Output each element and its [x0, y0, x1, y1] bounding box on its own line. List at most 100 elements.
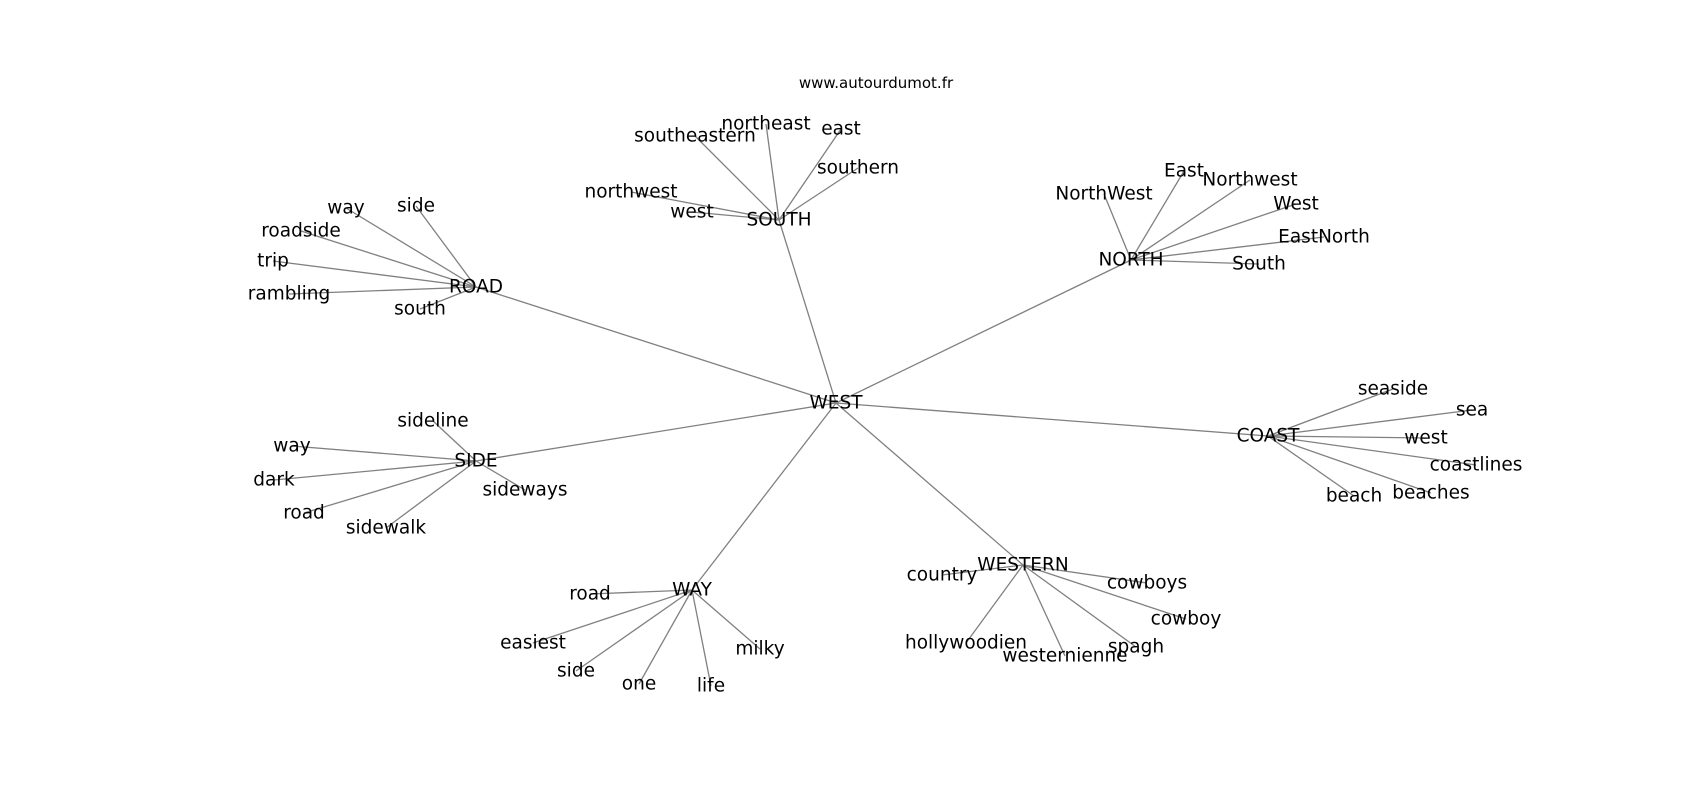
leaf-word-beaches[interactable]: beaches — [1392, 483, 1469, 504]
leaf-word-west[interactable]: west — [1404, 428, 1447, 449]
edge-road-to-rambling — [288, 286, 477, 295]
edge-road-to-roadside — [300, 230, 477, 288]
leaf-word-easiest[interactable]: easiest — [500, 633, 566, 654]
leaf-word-life[interactable]: life — [697, 676, 725, 697]
edge-south-to-northeast — [765, 123, 780, 221]
edge-coast-to-beach — [1267, 435, 1355, 497]
leaf-word-rambling[interactable]: rambling — [248, 284, 330, 305]
leaf-word-westernienne[interactable]: westernienne — [1002, 646, 1127, 667]
edge-road-to-side — [415, 205, 477, 288]
leaf-word-southeastern[interactable]: southeastern — [634, 126, 756, 147]
edge-north-to-east — [1130, 170, 1185, 261]
edge-south-to-east — [778, 128, 842, 221]
hub-word-way[interactable]: WAY — [672, 580, 712, 601]
leaf-word-northwest[interactable]: northwest — [584, 182, 677, 203]
edge-side-to-sideline — [432, 420, 477, 462]
leaf-word-eastnorth[interactable]: EastNorth — [1278, 227, 1370, 248]
leaf-word-trip[interactable]: trip — [257, 251, 289, 272]
edge-western-to-cowboy — [1022, 564, 1187, 620]
leaf-word-roadside[interactable]: roadside — [261, 221, 341, 242]
edge-north-to-west — [1130, 203, 1297, 261]
leaf-word-cowboys[interactable]: cowboys — [1107, 573, 1187, 594]
edge-way-to-road — [589, 589, 693, 595]
hub-word-western[interactable]: WESTERN — [977, 555, 1068, 576]
leaf-word-sea[interactable]: sea — [1456, 400, 1488, 421]
edge-coast-to-beaches — [1267, 435, 1432, 494]
edge-north-to-south — [1130, 259, 1260, 265]
edge-coast-to-sea — [1267, 409, 1473, 437]
leaf-word-side[interactable]: side — [557, 661, 595, 682]
edge-south-to-west — [691, 211, 780, 221]
edge-south-to-southern — [778, 167, 859, 221]
edge-way-to-one — [638, 589, 693, 685]
leaf-word-sideways[interactable]: sideways — [483, 480, 568, 501]
leaf-word-road[interactable]: road — [283, 503, 325, 524]
edge-way-to-milky — [691, 589, 761, 650]
leaf-word-seaside[interactable]: seaside — [1358, 379, 1428, 400]
hub-word-road[interactable]: ROAD — [449, 277, 503, 298]
edge-south-to-northwest — [630, 191, 780, 221]
leaf-word-west[interactable]: West — [1273, 194, 1318, 215]
edge-western-to-cowboys — [1022, 564, 1148, 584]
edge-south-to-southeastern — [694, 135, 780, 221]
leaf-word-way[interactable]: way — [273, 436, 310, 457]
edge-road-to-trip — [272, 260, 477, 288]
edge-western-to-spagh — [1022, 564, 1137, 648]
leaf-word-cowboy[interactable]: cowboy — [1151, 609, 1222, 630]
leaf-word-side[interactable]: side — [397, 196, 435, 217]
edge-north-to-eastnorth — [1130, 236, 1325, 261]
edge-coast-to-seaside — [1267, 388, 1394, 437]
leaf-word-beach[interactable]: beach — [1326, 486, 1382, 507]
edge-way-to-life — [691, 589, 712, 687]
edges-layer — [272, 123, 1477, 687]
edge-north-to-northwest — [1103, 193, 1132, 261]
source-label: www.autourdumot.fr — [799, 74, 954, 92]
leaf-word-sidewalk[interactable]: sidewalk — [346, 518, 427, 539]
edge-center-to-way — [691, 402, 837, 591]
leaf-word-way[interactable]: way — [327, 198, 364, 219]
edge-center-to-north — [835, 259, 1132, 404]
edge-road-to-south — [419, 286, 477, 310]
leaf-word-spagh[interactable]: spagh — [1108, 637, 1164, 658]
leaf-word-southern[interactable]: southern — [817, 158, 899, 179]
leaf-word-west[interactable]: west — [670, 202, 713, 223]
edge-side-to-road — [303, 460, 477, 514]
edge-side-to-sidewalk — [385, 460, 477, 529]
edge-western-to-hollywoodien — [965, 564, 1024, 644]
hub-word-south[interactable]: SOUTH — [746, 210, 811, 231]
edge-way-to-side — [575, 589, 693, 672]
edge-road-to-way — [345, 207, 477, 288]
leaf-word-sideline[interactable]: sideline — [397, 411, 468, 432]
leaf-word-northeast[interactable]: northeast — [721, 114, 810, 135]
leaf-word-milky[interactable]: milky — [735, 639, 784, 660]
edge-center-to-western — [835, 402, 1024, 566]
edge-side-to-dark — [273, 460, 477, 481]
leaf-word-east[interactable]: East — [1164, 161, 1204, 182]
hub-word-north[interactable]: NORTH — [1098, 250, 1163, 271]
center-word-west[interactable]: WEST — [809, 393, 863, 414]
edge-center-to-side — [475, 402, 837, 462]
hub-word-coast[interactable]: COAST — [1237, 426, 1301, 447]
edge-side-to-sideways — [475, 460, 526, 491]
edge-north-to-northwest — [1130, 179, 1251, 261]
leaf-word-hollywoodien[interactable]: hollywoodien — [905, 633, 1027, 654]
leaf-word-country[interactable]: country — [907, 565, 978, 586]
edge-western-to-westernienne — [1022, 564, 1066, 657]
leaf-word-south[interactable]: south — [394, 299, 446, 320]
edge-western-to-country — [941, 564, 1024, 576]
leaf-word-northwest[interactable]: Northwest — [1202, 170, 1297, 191]
edge-center-to-road — [475, 286, 837, 404]
leaf-word-coastlines[interactable]: coastlines — [1430, 455, 1523, 476]
edge-coast-to-coastlines — [1267, 435, 1477, 466]
leaf-word-east[interactable]: east — [821, 119, 861, 140]
leaf-word-road[interactable]: road — [569, 584, 611, 605]
leaf-word-south[interactable]: South — [1232, 254, 1286, 275]
hub-word-side[interactable]: SIDE — [454, 451, 497, 472]
edge-side-to-way — [291, 445, 477, 462]
leaf-word-one[interactable]: one — [622, 674, 656, 695]
edge-center-to-coast — [835, 402, 1269, 437]
leaf-word-northwest[interactable]: NorthWest — [1055, 184, 1152, 205]
leaf-word-dark[interactable]: dark — [253, 470, 295, 491]
